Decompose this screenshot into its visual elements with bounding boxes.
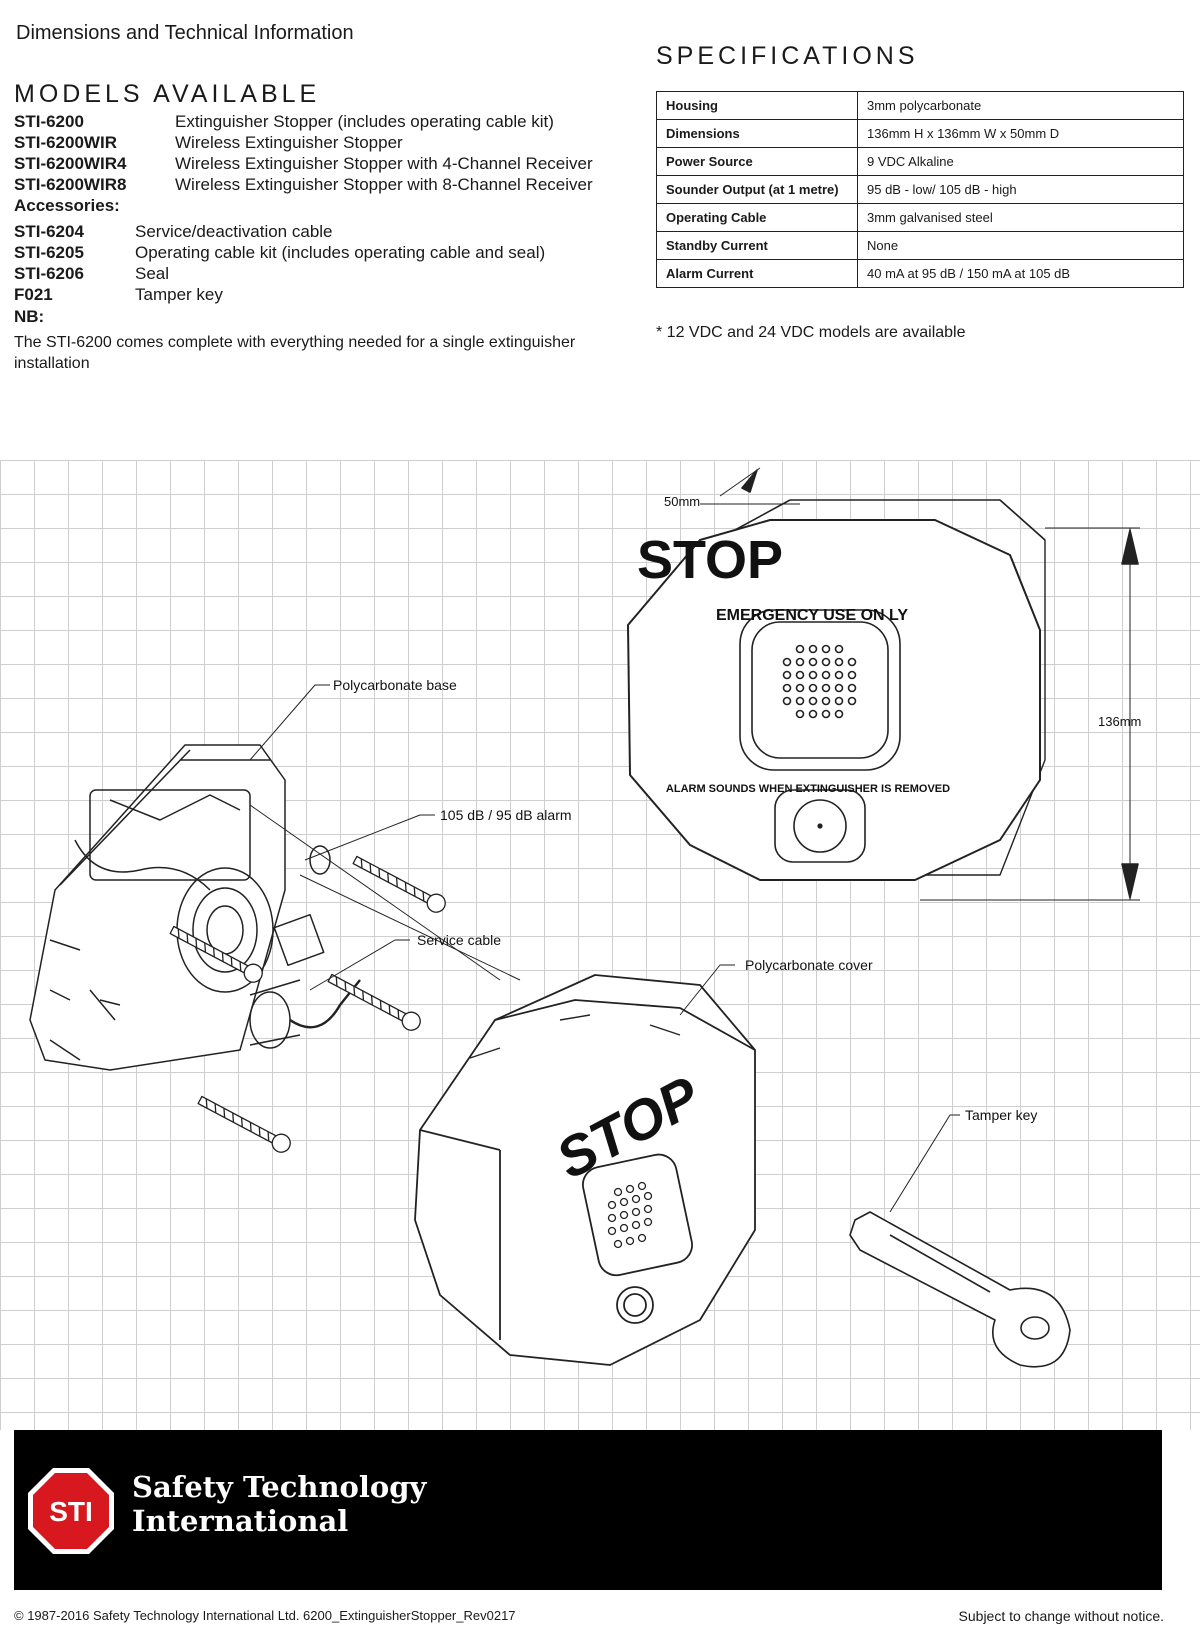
spec-key: Dimensions xyxy=(656,119,858,148)
nb-text: The STI-6200 comes complete with everyth… xyxy=(14,334,576,372)
model-code: STI-6200WIR8 xyxy=(14,175,127,194)
depth-dimension: 50mm xyxy=(664,494,700,509)
technical-drawing: STOP EMERGENCY USE ON LY ALARM SOUNDS WH… xyxy=(0,460,1200,1430)
drawing-svg: STOP EMERGENCY USE ON LY ALARM SOUNDS WH… xyxy=(29,467,1141,1368)
front-stop-text: STOP xyxy=(637,530,783,590)
tamper-key-drawing xyxy=(849,1211,1071,1368)
accessory-desc: Service/deactivation cable xyxy=(135,222,333,241)
accessories-label: Accessories: xyxy=(14,196,120,215)
emergency-text: EMERGENCY USE ON LY xyxy=(716,607,908,624)
spec-value: 3mm polycarbonate xyxy=(857,91,1184,120)
spec-key: Operating Cable xyxy=(656,203,858,232)
height-dimension: 136mm xyxy=(1098,714,1141,729)
spec-key: Sounder Output (at 1 metre) xyxy=(656,175,858,204)
spec-value: 9 VDC Alkaline xyxy=(857,147,1184,176)
cover-view xyxy=(414,974,756,1366)
accessory-code: STI-6205 xyxy=(14,243,84,262)
accessory-code: STI-6206 xyxy=(14,264,84,283)
logo-text: STI xyxy=(49,1496,93,1527)
spec-key: Standby Current xyxy=(656,231,858,260)
page-title: Dimensions and Technical Information xyxy=(16,22,354,44)
accessory-desc: Seal xyxy=(135,264,170,283)
speaker-grille xyxy=(782,644,857,719)
spec-value: None xyxy=(857,231,1184,260)
accessory-desc: Tamper key xyxy=(135,285,223,304)
front-view xyxy=(627,467,1140,901)
spec-value: 3mm galvanised steel xyxy=(857,203,1184,232)
nb-label: NB: xyxy=(14,307,45,326)
copyright: © 1987-2016 Safety Technology Internatio… xyxy=(14,1608,516,1623)
model-desc: Extinguisher Stopper (includes operating… xyxy=(175,112,554,131)
cover-grille xyxy=(607,1181,653,1249)
callout-polycarbonate-cover: Polycarbonate cover xyxy=(745,957,873,973)
model-code: STI-6200 xyxy=(14,112,84,131)
callout-polycarbonate-base: Polycarbonate base xyxy=(333,677,457,693)
base-assembly xyxy=(29,744,521,1071)
brand-name: Safety Technology International xyxy=(132,1470,426,1538)
accessory-desc: Operating cable kit (includes operating … xyxy=(135,243,546,262)
spec-value: 95 dB - low/ 105 dB - high xyxy=(857,175,1184,204)
brand-line-1: Safety Technology xyxy=(132,1470,427,1504)
spec-key: Housing xyxy=(656,91,858,120)
spec-value: 136mm H x 136mm W x 50mm D xyxy=(857,119,1184,148)
model-desc: Wireless Extinguisher Stopper xyxy=(175,133,403,152)
callout-tamper-key: Tamper key xyxy=(965,1107,1037,1123)
accessory-code: STI-6204 xyxy=(14,222,84,241)
spec-key: Power Source xyxy=(656,147,858,176)
callout-leaders xyxy=(249,684,960,1213)
spec-row: Sounder Output (at 1 metre)95 dB - low/ … xyxy=(656,175,1184,204)
models-heading: MODELS AVAILABLE xyxy=(14,80,321,108)
model-desc: Wireless Extinguisher Stopper with 8-Cha… xyxy=(175,175,593,194)
notice: Subject to change without notice. xyxy=(958,1608,1164,1624)
specifications-heading: SPECIFICATIONS xyxy=(656,42,919,70)
spec-value: 40 mA at 95 dB / 150 mA at 105 dB xyxy=(857,259,1184,288)
screws xyxy=(169,855,446,1153)
alarm-sounds-text: ALARM SOUNDS WHEN EXTINGUISHER IS REMOVE… xyxy=(666,783,950,795)
spec-note: * 12 VDC and 24 VDC models are available xyxy=(656,324,966,341)
spec-key: Alarm Current xyxy=(656,259,858,288)
footer-banner: STI Safety Technology International xyxy=(14,1430,1162,1590)
callout-service-cable: Service cable xyxy=(417,932,501,948)
model-desc: Wireless Extinguisher Stopper with 4-Cha… xyxy=(175,154,593,173)
brand-line-2: International xyxy=(132,1504,349,1538)
sti-logo: STI xyxy=(28,1468,114,1554)
model-code: STI-6200WIR xyxy=(14,133,117,152)
callout-alarm: 105 dB / 95 dB alarm xyxy=(440,807,572,823)
accessory-code: F021 xyxy=(14,285,53,304)
model-code: STI-6200WIR4 xyxy=(14,154,127,173)
